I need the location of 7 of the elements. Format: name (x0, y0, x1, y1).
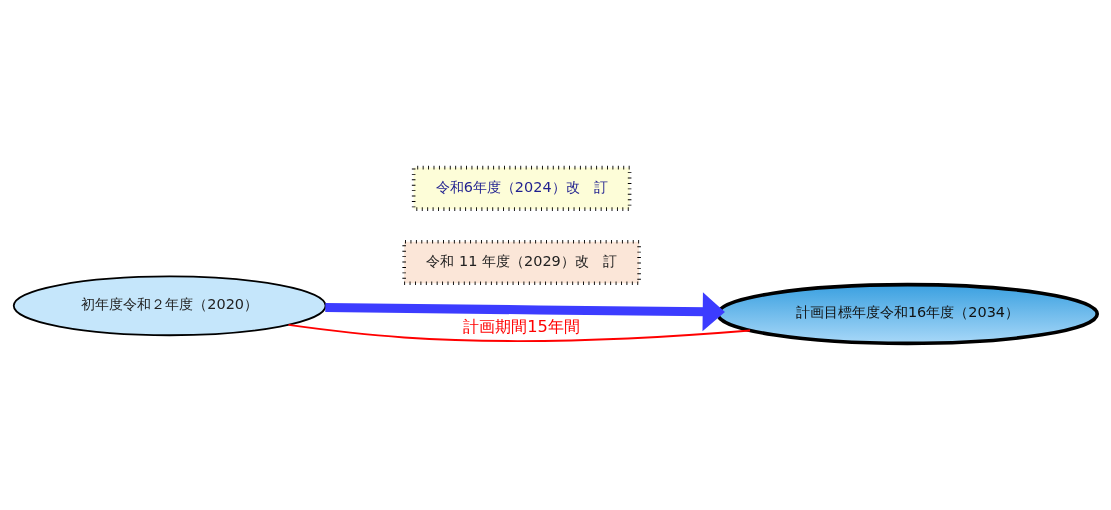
arrow (325, 291, 725, 331)
node-box: 令和 11 年度（2029）改 訂 (402, 239, 641, 285)
connector (287, 323, 751, 342)
node-ellipse: 初年度令和２年度（2020） (12, 275, 327, 336)
node-ellipse: 計画目標年度令和16年度（2034） (715, 282, 1100, 345)
edge-label: 計画期間15年間 (463, 316, 580, 336)
node-box: 令和6年度（2024）改 訂 (411, 165, 632, 211)
